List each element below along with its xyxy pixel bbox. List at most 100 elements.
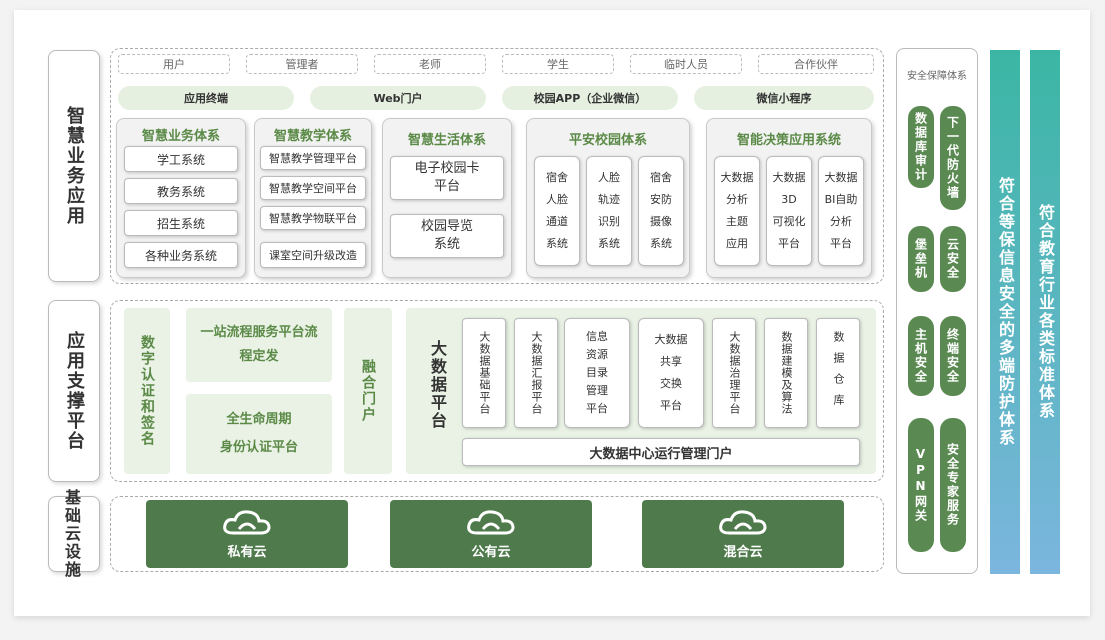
analysis-l2: 分析 <box>726 193 748 206</box>
safe-campus-title: 平安校园体系 <box>568 133 647 148</box>
bigdata-item-share: 大数据 共享 交换 平台 <box>638 318 704 428</box>
standard-security-bar: 符合等保信息安全的多端防护体系 <box>990 50 1020 574</box>
vis3d-l3: 可视化 <box>772 215 806 228</box>
cloud-icon <box>717 509 769 541</box>
teaching-item-upgrade: 课室空间升级改造 <box>260 242 366 268</box>
face-track-l4: 系统 <box>598 237 620 250</box>
flow-platform-l2: 程定发 <box>239 349 279 364</box>
dorm-camera-l2: 安防 <box>650 193 672 206</box>
vis3d-l1: 大数据 <box>772 171 806 184</box>
user-pill-temp: 临时人员 <box>630 54 742 74</box>
safe-item-face-track: 人脸 轨迹 识别 系统 <box>586 156 632 266</box>
label-smart-app: 智慧业务应用 <box>48 50 100 282</box>
cloud-infra-area <box>110 496 884 572</box>
teaching-item-space: 智慧教学空间平台 <box>260 176 366 200</box>
sec-ngfw: 下一代防火墙 <box>940 106 966 210</box>
bigdata-item-catalog: 信息 资源 目录 管理 平台 <box>564 318 630 428</box>
bigdata-ops-portal: 大数据中心运行管理门户 <box>462 438 860 466</box>
bi-l3: 分析 <box>830 215 852 228</box>
sec-bastion: 堡垒机 <box>908 226 934 292</box>
dorm-camera-l1: 宿舍 <box>650 171 672 184</box>
catalog-l2: 资源 <box>586 348 608 361</box>
user-pill-partner: 合作伙伴 <box>758 54 874 74</box>
cloud-private: 私有云 <box>146 500 348 568</box>
teaching-system-title: 智慧教学体系 <box>273 129 352 144</box>
dorm-face-l4: 系统 <box>546 237 568 250</box>
channel-web-portal: Web门户 <box>310 86 486 110</box>
decision-item-analysis: 大数据 分析 主题 应用 <box>714 156 760 266</box>
architecture-diagram: 智慧业务应用 应用支撑平台 基础云设施 用户 管理者 老师 学生 临时人员 合作… <box>14 10 1090 616</box>
lifecycle-l1: 全生命周期 <box>226 412 292 427</box>
dorm-face-l3: 通道 <box>546 215 568 228</box>
sec-terminal: 终端安全 <box>940 316 966 396</box>
support-digital-auth: 数字认证和签名 <box>124 308 170 474</box>
dorm-camera-l4: 系统 <box>650 237 672 250</box>
user-pill-teacher: 老师 <box>374 54 486 74</box>
life-item-campus-guide: 校园导览 系统 <box>390 214 504 258</box>
cloud-hybrid-label: 混合云 <box>723 544 763 560</box>
analysis-l4: 应用 <box>726 237 748 250</box>
share-l3: 交换 <box>660 377 682 390</box>
channel-terminal: 应用终端 <box>118 86 294 110</box>
analysis-l3: 主题 <box>726 215 748 228</box>
user-pill-user: 用户 <box>118 54 230 74</box>
vis3d-l4: 平台 <box>778 237 800 250</box>
sec-cloud: 云安全 <box>940 226 966 292</box>
dorm-face-l2: 人脸 <box>546 193 568 206</box>
cloud-icon <box>465 509 517 541</box>
cloud-hybrid: 混合云 <box>642 500 844 568</box>
biz-item-enrollment: 招生系统 <box>124 210 238 236</box>
safe-item-dorm-face: 宿舍 人脸 通道 系统 <box>534 156 580 266</box>
sec-db-audit: 数据库审计 <box>908 106 934 188</box>
campus-guide-line1: 校园导览 <box>420 219 473 234</box>
security-system-title: 安全保障体系 <box>907 71 967 82</box>
share-l4: 平台 <box>660 399 682 412</box>
sec-host: 主机安全 <box>908 316 934 396</box>
bi-l1: 大数据 <box>824 171 858 184</box>
face-track-l2: 轨迹 <box>598 193 620 206</box>
safe-item-dorm-camera: 宿舍 安防 摄像 系统 <box>638 156 684 266</box>
biz-item-student-affairs: 学工系统 <box>124 146 238 172</box>
life-system-title: 智慧生活体系 <box>407 133 486 148</box>
share-l2: 共享 <box>660 355 682 368</box>
standard-education-bar: 符合教育行业各类标准体系 <box>1030 50 1060 574</box>
bigdata-item-report: 大数据汇报平台 <box>514 318 558 428</box>
channel-campus-app: 校园APP（企业微信） <box>502 86 678 110</box>
dorm-face-l1: 宿舍 <box>546 171 568 184</box>
decision-item-bi: 大数据 BI自助 分析 平台 <box>818 156 864 266</box>
dorm-camera-l3: 摄像 <box>650 215 672 228</box>
support-lifecycle-auth: 全生命周期 身份认证平台 <box>186 394 332 474</box>
campus-card-line1: 电子校园卡 <box>414 161 480 176</box>
support-flow-platform: 一站流程服务平台流 程定发 <box>186 308 332 382</box>
catalog-l5: 平台 <box>586 402 608 415</box>
bigdata-item-base: 大数据基础平台 <box>462 318 506 428</box>
bigdata-platform-title: 大数据平台 <box>428 340 447 430</box>
flow-platform-l1: 一站流程服务平台流 <box>200 325 318 340</box>
share-l1: 大数据 <box>654 333 688 346</box>
teaching-item-iot: 智慧教学物联平台 <box>260 206 366 230</box>
teaching-item-management: 智慧教学管理平台 <box>260 146 366 170</box>
campus-card-line2: 平台 <box>433 179 460 194</box>
channel-mini-program: 微信小程序 <box>694 86 874 110</box>
bigdata-item-warehouse: 数据仓库 <box>816 318 860 428</box>
cloud-private-label: 私有云 <box>227 544 267 560</box>
catalog-l1: 信息 <box>586 330 608 343</box>
face-track-l1: 人脸 <box>598 171 620 184</box>
decision-title: 智能决策应用系统 <box>736 133 841 148</box>
catalog-l4: 管理 <box>586 384 608 397</box>
user-pill-student: 学生 <box>502 54 614 74</box>
sec-vpn: VPN网关 <box>908 418 934 552</box>
vis3d-l2: 3D <box>781 193 797 206</box>
campus-guide-line2: 系统 <box>433 237 460 252</box>
label-app-support: 应用支撑平台 <box>48 300 100 482</box>
sec-expert: 安全专家服务 <box>940 418 966 552</box>
biz-item-various: 各种业务系统 <box>124 242 238 268</box>
user-pill-manager: 管理者 <box>246 54 358 74</box>
app-support-area <box>110 300 884 482</box>
support-fusion-portal: 融合门户 <box>344 308 392 474</box>
bi-l2: BI自助 <box>824 193 858 206</box>
cloud-public: 公有云 <box>390 500 592 568</box>
bi-l4: 平台 <box>830 237 852 250</box>
lifecycle-l2: 身份认证平台 <box>219 440 298 455</box>
face-track-l3: 识别 <box>598 215 620 228</box>
